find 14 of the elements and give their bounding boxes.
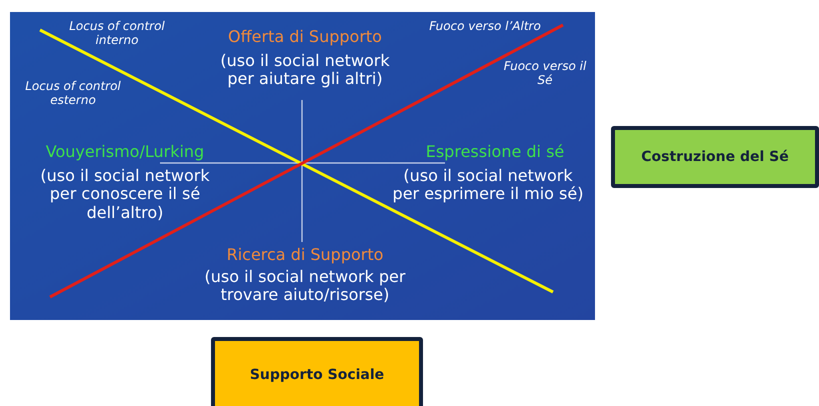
category-box: Supporto Sociale — [211, 337, 423, 406]
axis-caption: Locus of control esterno — [24, 80, 122, 108]
quadrant-heading: Vouyerismo/Lurking — [44, 143, 206, 162]
axis-caption: Fuoco verso il Sé — [502, 60, 588, 88]
axis-caption: Locus of control interno — [68, 20, 166, 48]
quadrant-heading: Ricerca di Supporto — [226, 246, 384, 264]
quadrant-description: (uso il social network per esprimere il mio sé) — [392, 167, 584, 204]
quadrant-heading: Offerta di Supporto — [227, 28, 383, 46]
axis-caption: Fuoco verso l’Altro — [428, 20, 542, 34]
category-box: Costruzione del Sé — [611, 126, 819, 188]
quadrant-description: (uso il social network per conoscere il sé dell’altro) — [39, 167, 211, 222]
quadrant-description: (uso il social network per aiutare gli altri) — [219, 52, 391, 89]
quadrant-description: (uso il social network per trovare aiuto/risorse) — [204, 268, 406, 305]
quadrant-heading: Espressione di sé — [424, 143, 566, 162]
